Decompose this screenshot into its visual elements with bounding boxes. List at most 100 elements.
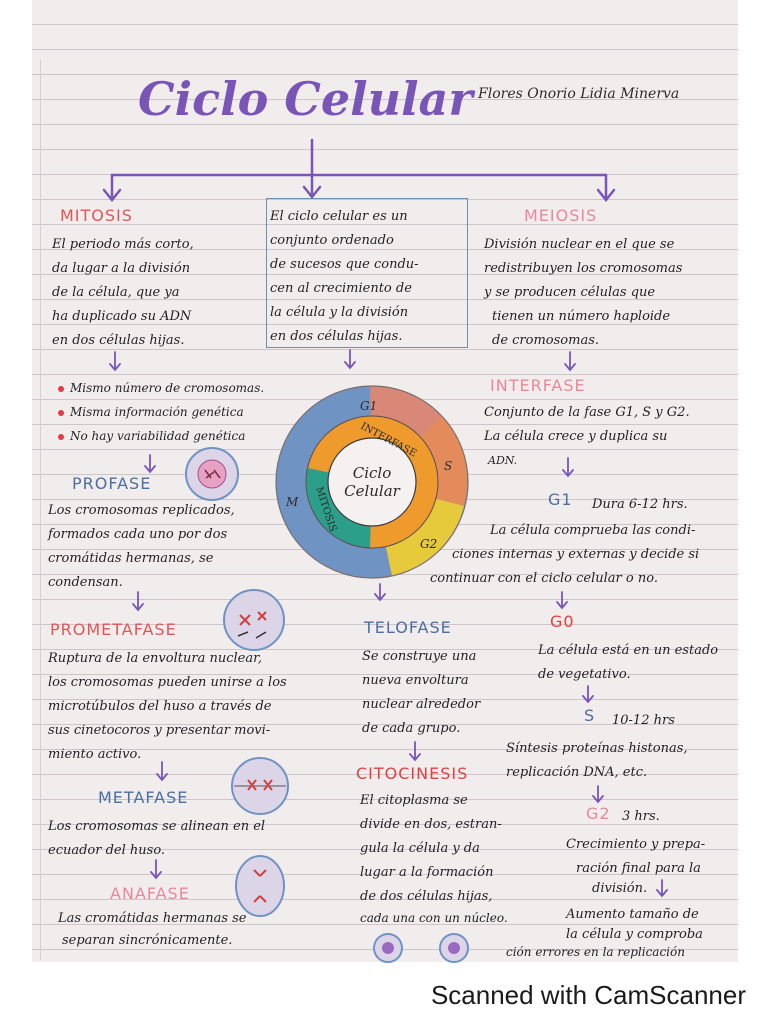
cycle-g1-label: G1: [360, 399, 377, 413]
profase-line: cromátidas hermanas, se: [48, 551, 214, 566]
telofase-line: nueva envoltura: [362, 673, 469, 688]
s-line: replicación DNA, etc.: [506, 765, 648, 780]
intro-line: la célula y la división: [270, 305, 409, 320]
citocinesis-line: El citoplasma se: [360, 793, 468, 808]
telofase-line: Se construye una: [362, 649, 477, 664]
prometafase-line: Ruptura de la envoltura nuclear,: [48, 651, 262, 666]
center-arrow-head: [302, 185, 322, 200]
citocinesis-line: cada una con un núcleo.: [360, 911, 508, 925]
s-duration: 10-12 hrs: [612, 713, 675, 728]
anafase-line: separan sincrónicamente.: [62, 933, 233, 948]
meiosis-line: y se producen células que: [484, 285, 656, 300]
cell-profase-icon: [185, 447, 239, 501]
cycle-center-bottom: Celular: [344, 482, 401, 500]
metafase-heading: METAFASE: [98, 788, 189, 807]
meiosis-heading: MEIOSIS: [524, 206, 598, 225]
g0-line: de vegetativo.: [538, 667, 631, 682]
prometafase-line: los cromosomas pueden unirse a los: [48, 675, 287, 690]
mitosis-line: da lugar a la división: [52, 261, 191, 276]
mitosis-heading: MITOSIS: [60, 206, 133, 225]
cell-anafase-icon: [235, 855, 285, 917]
mitosis-bullet: No hay variabilidad genética: [70, 429, 246, 443]
interfase-line: ADN.: [488, 454, 518, 467]
intro-line: en dos células hijas.: [270, 329, 403, 344]
profase-line: formados cada uno por dos: [48, 527, 228, 542]
g2-duration: 3 hrs.: [622, 809, 660, 824]
g2-line: ración final para la: [576, 861, 701, 876]
left-arrow-head: [102, 188, 122, 203]
profase-line: Los cromosomas replicados,: [48, 503, 235, 518]
meiosis-line: tienen un número haploide: [492, 309, 671, 324]
interfase-line: La célula crece y duplica su: [484, 429, 668, 444]
g1-line: ciones internas y externas y decide si: [452, 547, 700, 562]
anafase-heading: ANAFASE: [110, 884, 190, 903]
metafase-line: ecuador del huso.: [48, 843, 166, 858]
final-note-line: la célula y comproba: [566, 927, 703, 942]
g1-line: La célula comprueba las condi-: [490, 523, 696, 538]
interfase-line: Conjunto de la fase G1, S y G2.: [484, 405, 690, 420]
intro-box: [266, 198, 468, 348]
cell-prometafase-icon: [223, 589, 285, 651]
g2-line: división.: [592, 881, 648, 896]
bullet-dot: [58, 386, 64, 392]
g0-line: La célula está en un estado: [538, 643, 719, 658]
mitosis-line: ha duplicado su ADN: [52, 309, 192, 324]
bullet-dot: [58, 434, 64, 440]
scanner-footer: Scanned with CamScanner: [0, 980, 768, 1011]
s-label: S: [584, 706, 596, 725]
prometafase-line: microtúbulos del huso a través de: [48, 699, 272, 714]
prometafase-line: miento activo.: [48, 747, 142, 762]
cell-cycle-wheel: [275, 385, 469, 579]
intro-line: de sucesos que condu-: [270, 257, 419, 272]
g1-duration: Dura 6-12 hrs.: [592, 497, 688, 512]
intro-line: cen al crecimiento de: [270, 281, 412, 296]
s-line: Síntesis proteínas histonas,: [506, 741, 688, 756]
telofase-heading: TELOFASE: [364, 618, 452, 637]
scanner-watermark: Scanned with CamScanner: [430, 980, 746, 1010]
citocinesis-line: lugar a la formación: [360, 865, 494, 880]
meiosis-line: de cromosomas.: [492, 333, 600, 348]
intro-line: conjunto ordenado: [270, 233, 394, 248]
metafase-line: Los cromosomas se alinean en el: [48, 819, 266, 834]
final-note-line: Aumento tamaño de: [566, 907, 699, 922]
author-name: Flores Onorio Lidia Minerva: [478, 86, 680, 102]
cycle-g2-label: G2: [420, 537, 437, 551]
citocinesis-line: divide en dos, estran-: [360, 817, 502, 832]
mitosis-line: en dos células hijas.: [52, 333, 185, 348]
page-title: Ciclo Celular: [138, 72, 473, 126]
bullet-dot: [58, 410, 64, 416]
right-arrow-head: [596, 188, 616, 203]
anafase-line: Las cromátidas hermanas se: [58, 911, 247, 926]
g1-label: G1: [548, 490, 573, 509]
g2-label: G2: [586, 804, 611, 823]
cell-telofase-icons: [373, 933, 469, 963]
meiosis-line: División nuclear en el que se: [484, 237, 675, 252]
prometafase-heading: PROMETAFASE: [50, 620, 177, 639]
prometafase-line: sus cinetocoros y presentar movi-: [48, 723, 271, 738]
telofase-line: nuclear alrededor: [362, 697, 481, 712]
mitosis-line: de la célula, que ya: [52, 285, 180, 300]
g1-line: continuar con el ciclo celular o no.: [430, 571, 658, 586]
final-note-line: ción errores en la replicación: [506, 945, 685, 959]
profase-heading: PROFASE: [72, 474, 152, 493]
g2-line: Crecimiento y prepa-: [566, 837, 706, 852]
profase-line: condensan.: [48, 575, 123, 590]
citocinesis-heading: CITOCINESIS: [356, 764, 469, 783]
cycle-center: [327, 437, 417, 527]
margin-line: [40, 60, 41, 960]
mitosis-line: El periodo más corto,: [52, 237, 194, 252]
citocinesis-line: gula la célula y da: [360, 841, 480, 856]
cycle-s-label: S: [444, 459, 452, 473]
meiosis-line: redistribuyen los cromosomas: [484, 261, 683, 276]
interfase-heading: INTERFASE: [490, 376, 586, 395]
citocinesis-line: de dos células hijas,: [360, 889, 493, 904]
intro-line: El ciclo celular es un: [270, 209, 408, 224]
g0-label: G0: [550, 612, 575, 631]
cell-metafase-icon: [231, 757, 289, 815]
cycle-center-top: Ciclo: [353, 464, 392, 482]
mitosis-bullet: Misma información genética: [70, 405, 244, 419]
mitosis-bullet: Mismo número de cromosomas.: [70, 381, 265, 395]
cycle-m-label: M: [285, 495, 299, 509]
telofase-line: de cada grupo.: [362, 721, 461, 736]
